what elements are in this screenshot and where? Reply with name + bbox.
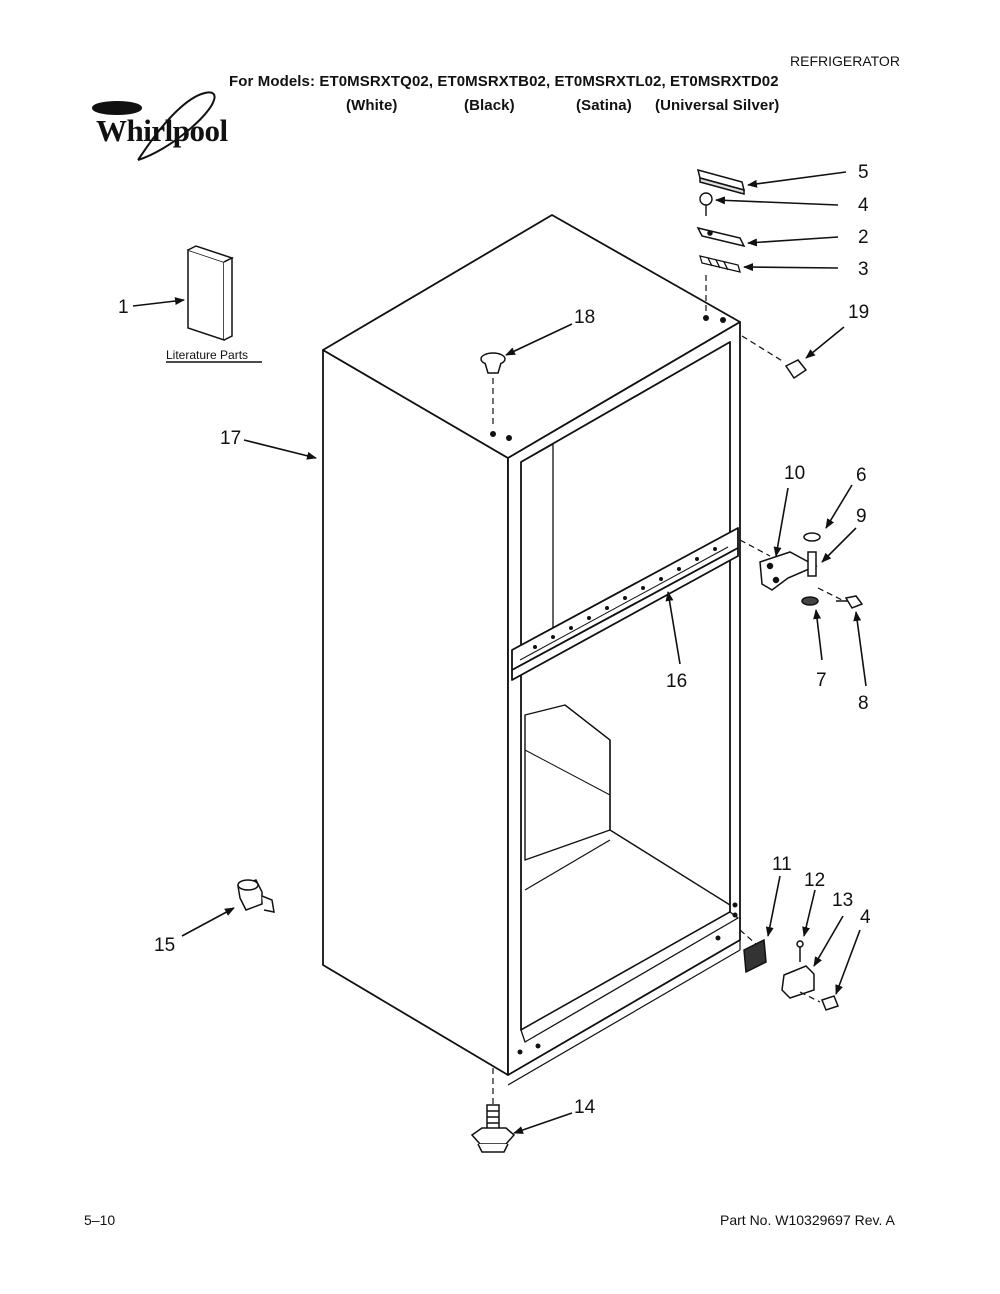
color-white: (White)	[346, 97, 398, 114]
whirlpool-swoosh-icon	[92, 91, 216, 161]
callout-4-top: 4	[858, 195, 869, 216]
callout-13: 13	[832, 890, 853, 911]
callout-1: 1	[118, 297, 129, 318]
models-line: For Models: ET0MSRXTQ02, ET0MSRXTB02, ET…	[229, 73, 779, 90]
callout-14: 14	[574, 1097, 596, 1118]
leader-arrows	[132, 171, 867, 1134]
top-hinge	[696, 226, 746, 248]
callout-6: 6	[856, 465, 867, 486]
hinge-screw	[699, 192, 713, 216]
callout-4-bottom: 4	[860, 907, 871, 928]
callout-18: 18	[574, 307, 595, 328]
hinge-shim	[699, 255, 741, 273]
literature-booklet	[166, 245, 262, 363]
side-clip	[237, 879, 275, 913]
color-satina: (Satina)	[576, 97, 632, 114]
callout-7: 7	[816, 670, 827, 691]
page-category: REFRIGERATOR	[790, 53, 900, 69]
plug-button	[480, 352, 506, 374]
whirlpool-logo: Whirlpool	[96, 113, 228, 148]
callout-12: 12	[804, 870, 825, 891]
leveling-leg	[470, 1104, 516, 1153]
callout-3: 3	[858, 259, 869, 280]
callout-5: 5	[858, 162, 869, 183]
refrigerator-cabinet	[322, 214, 741, 1086]
callout-8: 8	[858, 693, 869, 714]
callout-11: 11	[772, 854, 792, 875]
color-black: (Black)	[464, 97, 515, 114]
callout-17: 17	[220, 428, 241, 449]
color-universal-silver: (Universal Silver)	[655, 97, 780, 114]
callout-2: 2	[858, 227, 869, 248]
footer-date: 5–10	[84, 1212, 116, 1228]
callout-9: 9	[856, 506, 867, 527]
callout-19: 19	[848, 302, 869, 323]
center-hinge-assembly	[759, 532, 864, 609]
callout-10: 10	[784, 463, 805, 484]
callout-16: 16	[666, 671, 687, 692]
bottom-hinge-assembly	[743, 938, 839, 1011]
callout-15: 15	[154, 935, 175, 956]
literature-parts-label: Literature Parts	[166, 348, 248, 362]
hinge-plug	[784, 359, 808, 380]
hinge-cover	[696, 168, 746, 195]
footer-part-number: Part No. W10329697 Rev. A	[720, 1212, 895, 1228]
